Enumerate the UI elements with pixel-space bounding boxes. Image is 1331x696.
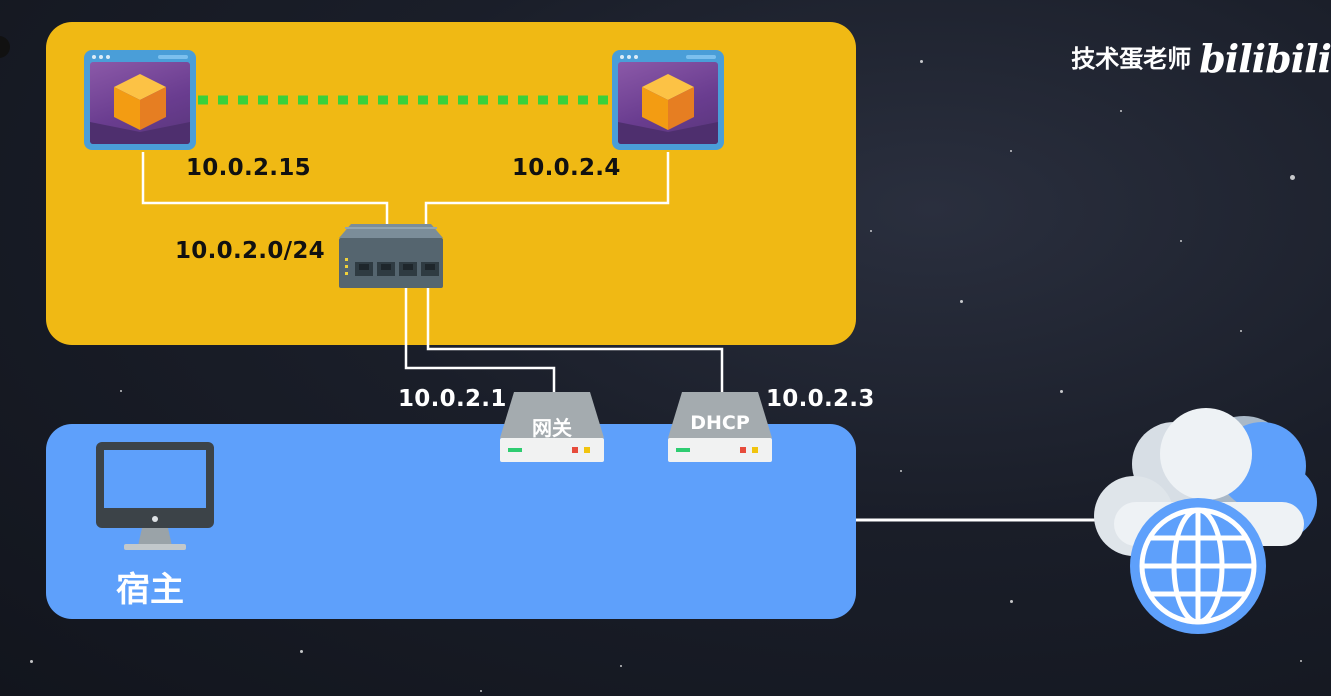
gateway-label: 网关 bbox=[532, 416, 572, 440]
vm1-ip-label: 10.0.2.15 bbox=[186, 155, 311, 181]
network-switch-icon bbox=[339, 224, 443, 292]
gateway-server-icon: 网关 bbox=[500, 390, 604, 464]
bilibili-logo: bilibili bbox=[1199, 36, 1331, 81]
dhcp-ip-label: 10.0.2.3 bbox=[766, 386, 875, 412]
vm-cube-icon bbox=[618, 74, 718, 144]
corner-dot bbox=[0, 36, 10, 58]
cloud-globe-icon bbox=[1094, 406, 1324, 640]
switch-gateway-wire bbox=[404, 288, 556, 398]
host-label: 宿主 bbox=[116, 570, 184, 610]
vm1-switch-wire bbox=[141, 152, 389, 226]
vm2-ip-label: 10.0.2.4 bbox=[512, 155, 621, 181]
dhcp-server-icon: DHCP bbox=[668, 390, 772, 464]
vm-window-icon bbox=[612, 50, 724, 150]
gateway-ip-label: 10.0.2.1 bbox=[398, 386, 507, 412]
vm-window-icon bbox=[84, 50, 196, 150]
subnet-label: 10.0.2.0/24 bbox=[175, 238, 325, 264]
vm-cube-icon bbox=[90, 74, 190, 144]
vm2-switch-wire bbox=[424, 152, 670, 226]
watermark-author: 技术蛋老师 bbox=[1071, 45, 1192, 73]
dhcp-label: DHCP bbox=[690, 412, 750, 434]
monitor-icon bbox=[96, 442, 214, 556]
switch-dhcp-wire bbox=[426, 288, 724, 398]
